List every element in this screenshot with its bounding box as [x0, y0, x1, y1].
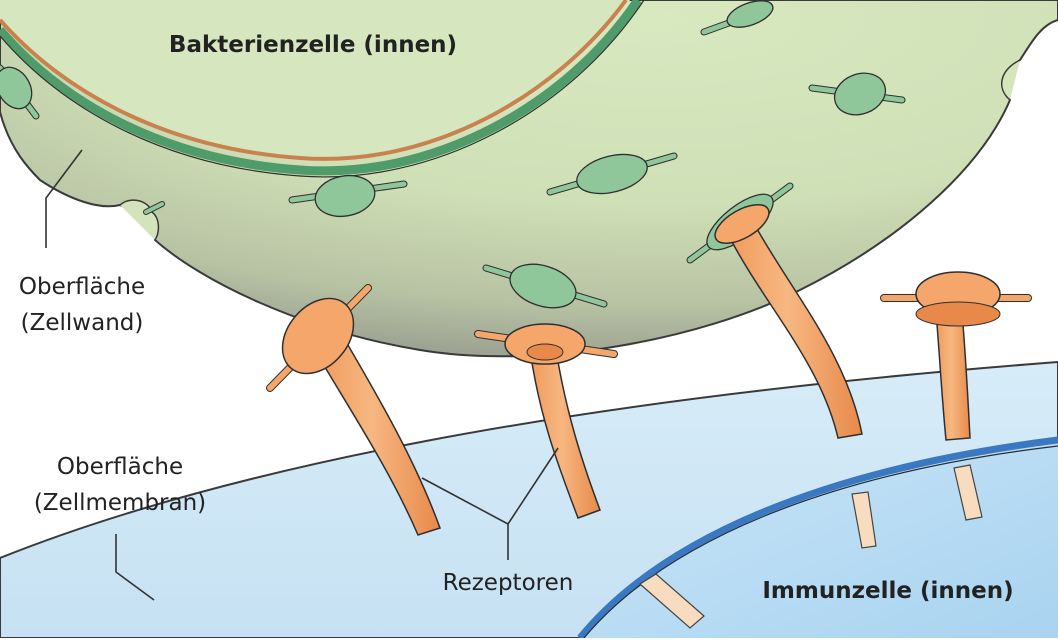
inner-stalk-3 [953, 464, 983, 521]
antigen [0, 64, 40, 120]
antigen [482, 263, 608, 309]
label-surface-membrane-line1: Oberfläche [57, 454, 183, 480]
label-immune-inside: Immunzelle (innen) [762, 578, 1013, 604]
leader-line-cell-membrane [115, 534, 155, 601]
antigen [143, 201, 165, 215]
receptor [266, 284, 441, 536]
immune-cell-inner [580, 440, 1058, 638]
label-surface-wall-line1: Oberfläche [19, 274, 145, 300]
inner-stalk-2 [851, 491, 877, 549]
antigens [0, 0, 906, 309]
receptors-group [266, 203, 1032, 536]
leader-line-receptors [421, 447, 559, 560]
antigen [808, 72, 906, 116]
antigen [288, 174, 408, 218]
label-receptors: Rezeptoren [443, 570, 574, 596]
bacterium-membrane-line [0, 0, 642, 176]
bacterium-inner-region [0, 0, 630, 161]
antigen [700, 0, 774, 36]
leader-line-cell-wall [45, 149, 83, 248]
bacterium [0, 0, 1058, 358]
label-bacterium-inside: Bakterienzelle (innen) [169, 32, 457, 58]
label-surface-wall-line2: (Zellwand) [21, 310, 144, 336]
receptor [714, 203, 863, 439]
bacterium-inner-line [0, 0, 628, 161]
leader-lines [45, 149, 559, 601]
receptor [880, 271, 1032, 441]
immune-cell-membrane-line [577, 436, 1058, 641]
inner-stalk-1 [638, 573, 705, 629]
label-surface-membrane-line2: (Zellmembran) [34, 490, 206, 516]
antigen [546, 152, 678, 196]
receptor [474, 323, 618, 519]
